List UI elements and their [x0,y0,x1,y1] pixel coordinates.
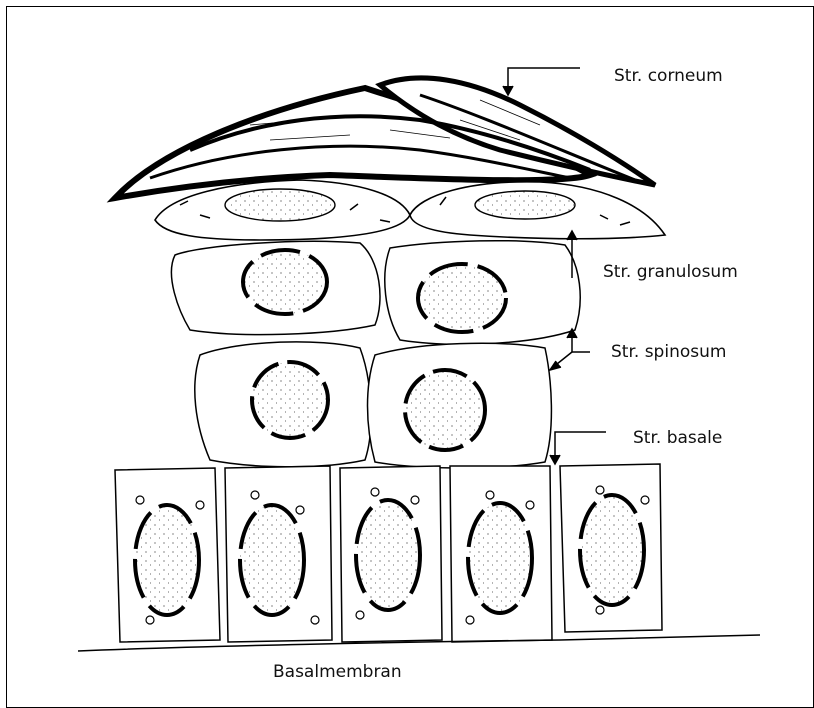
label-stratum-basale: Str. basale [633,428,722,448]
label-basalmembran: Basalmembran [273,662,402,682]
label-stratum-granulosum: Str. granulosum [603,262,738,282]
stratum-basale-cells [115,464,662,642]
label-stratum-spinosum: Str. spinosum [611,342,726,362]
stratum-spinosum-upper-cells [171,241,580,345]
stratum-spinosum-lower-cells [195,342,552,468]
label-stratum-corneum: Str. corneum [614,66,723,86]
stratum-granulosum-cells [155,180,665,240]
stratum-corneum-layers [115,78,655,198]
